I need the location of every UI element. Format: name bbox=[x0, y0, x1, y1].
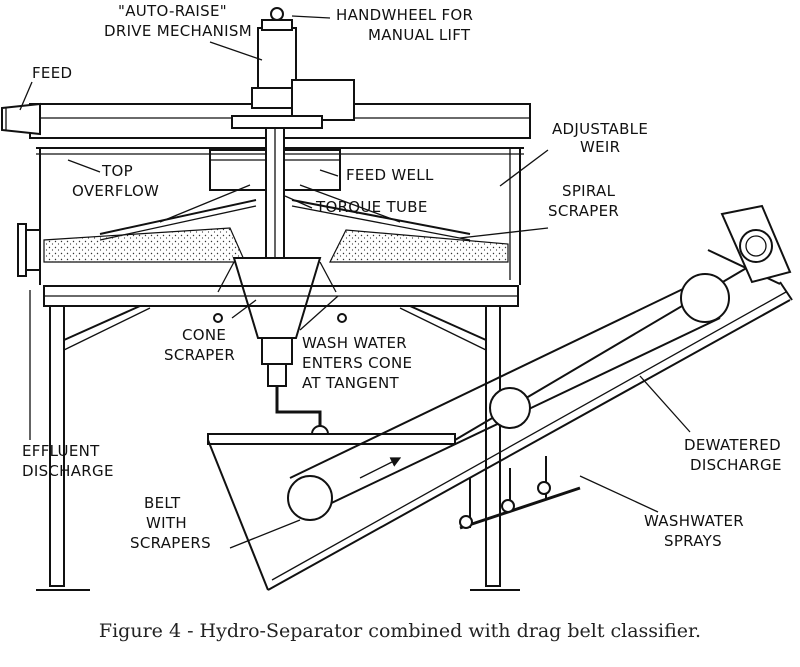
belt-conveyor bbox=[287, 273, 730, 521]
drive-mechanism bbox=[231, 7, 355, 129]
label-feed-well: FEED WELL bbox=[346, 166, 434, 184]
label-effluent-1: EFFLUENT bbox=[22, 442, 100, 460]
head-pulley-housing bbox=[720, 204, 792, 284]
label-belt-1: BELT bbox=[144, 494, 181, 512]
label-feed: FEED bbox=[32, 64, 72, 82]
label-spiral-2: SCRAPER bbox=[548, 202, 619, 220]
label-wash-1: WASH WATER bbox=[302, 334, 407, 352]
label-effluent-2: DISCHARGE bbox=[22, 462, 114, 480]
label-belt-2: WITH bbox=[146, 514, 187, 532]
label-torque-tube: TORQUE TUBE bbox=[315, 198, 428, 216]
label-adjustable-2: WEIR bbox=[580, 138, 620, 156]
label-handwheel-2: MANUAL LIFT bbox=[368, 26, 471, 44]
figure-caption: Figure 4 - Hydro-Separator combined with… bbox=[98, 620, 702, 642]
support-frame bbox=[36, 305, 520, 591]
spiral-scraper-arms bbox=[99, 184, 471, 241]
label-wash-3: AT TANGENT bbox=[302, 374, 400, 392]
label-adjustable-1: ADJUSTABLE bbox=[552, 120, 648, 138]
settled-solids bbox=[43, 227, 509, 263]
label-cone-1: CONE bbox=[182, 326, 226, 344]
label-auto-raise-1: "AUTO-RAISE" bbox=[118, 2, 227, 20]
label-top-overflow-1: TOP bbox=[101, 162, 133, 180]
label-auto-raise-2: DRIVE MECHANISM bbox=[104, 22, 252, 40]
torque-tube bbox=[265, 117, 285, 261]
label-top-overflow-2: OVERFLOW bbox=[72, 182, 159, 200]
label-dewatered-2: DISCHARGE bbox=[690, 456, 782, 474]
label-cone-2: SCRAPER bbox=[164, 346, 235, 364]
label-wash-2: ENTERS CONE bbox=[302, 354, 412, 372]
tank-base bbox=[43, 285, 519, 307]
label-dewatered-1: DEWATERED bbox=[684, 436, 781, 454]
labels: "AUTO-RAISE" DRIVE MECHANISM HANDWHEEL F… bbox=[22, 2, 782, 552]
label-handwheel-1: HANDWHEEL FOR bbox=[336, 6, 473, 24]
label-belt-3: SCRAPERS bbox=[130, 534, 211, 552]
cone bbox=[213, 257, 347, 443]
label-washwater-2: SPRAYS bbox=[664, 532, 722, 550]
label-spiral-1: SPIRAL bbox=[562, 182, 616, 200]
label-washwater-1: WASHWATER bbox=[644, 512, 744, 530]
effluent-port bbox=[17, 223, 41, 277]
feed-pipe bbox=[1, 102, 41, 136]
washwater-sprays bbox=[459, 456, 581, 530]
leader-lines bbox=[19, 15, 691, 549]
